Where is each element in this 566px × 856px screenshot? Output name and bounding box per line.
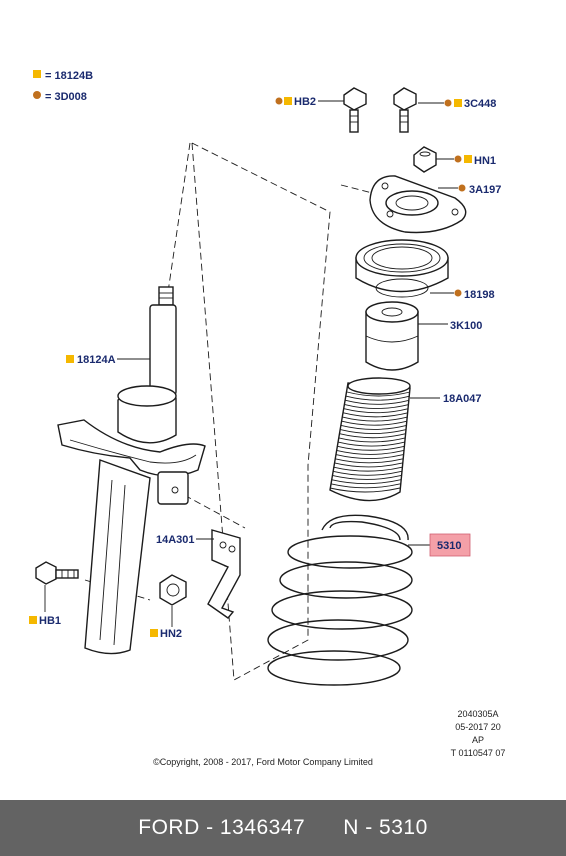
drawing-code: 2040305A 05-2017 20 AP T 0110547 07 bbox=[451, 709, 506, 758]
boot-rib bbox=[331, 479, 401, 485]
boot-rib bbox=[332, 470, 402, 476]
svg-text:HN2: HN2 bbox=[160, 628, 182, 640]
callout-hb1[interactable]: HB1 bbox=[29, 585, 61, 627]
boot-rib bbox=[346, 391, 411, 397]
svg-text:HN1: HN1 bbox=[474, 155, 496, 167]
boot-rib bbox=[340, 424, 407, 430]
bolt-hb1 bbox=[35, 561, 79, 585]
boot-rib bbox=[335, 454, 404, 460]
svg-text:18A047: 18A047 bbox=[443, 393, 482, 405]
svg-text:3A197: 3A197 bbox=[469, 184, 501, 196]
boot-rib bbox=[335, 458, 404, 464]
mount-axis-line bbox=[340, 184, 389, 198]
boot-rib bbox=[345, 399, 410, 405]
boot-rib bbox=[332, 475, 402, 480]
svg-text:AP: AP bbox=[472, 735, 484, 745]
nut-hn1 bbox=[413, 146, 437, 173]
svg-text:2040305A: 2040305A bbox=[457, 709, 498, 719]
callout-hn2[interactable]: HN2 bbox=[150, 606, 182, 640]
boot-rib bbox=[334, 462, 403, 468]
assembly-outline bbox=[191, 142, 331, 681]
footer-part-number: 1346347 bbox=[219, 816, 306, 839]
svg-text:14A301: 14A301 bbox=[156, 534, 195, 546]
boot-rib bbox=[339, 433, 406, 439]
coil-spring-5310 bbox=[267, 514, 413, 686]
boot-rib bbox=[346, 395, 410, 401]
dust-boot-18a047 bbox=[329, 377, 411, 502]
callout-3k100[interactable]: 3K100 bbox=[418, 320, 482, 332]
callout-hn1[interactable]: HN1 bbox=[436, 155, 496, 167]
boot-rib bbox=[329, 487, 401, 493]
boot-rib bbox=[338, 441, 405, 447]
boot-rib bbox=[342, 416, 408, 422]
bolt-3c448 bbox=[393, 87, 417, 133]
bump-stop-3k100 bbox=[365, 301, 419, 371]
copyright-text: ©Copyright, 2008 - 2017, Ford Motor Comp… bbox=[153, 757, 373, 767]
boot-rib bbox=[338, 437, 406, 443]
footer-brand: FORD bbox=[138, 816, 200, 839]
callout-18198[interactable]: 18198 bbox=[430, 289, 495, 301]
svg-text:HB2: HB2 bbox=[294, 96, 316, 108]
callout-14a301[interactable]: 14A301 bbox=[156, 534, 214, 546]
legend-circle-text: = 3D008 bbox=[45, 91, 87, 103]
boot-rib bbox=[333, 466, 403, 472]
strut-assembly bbox=[57, 286, 206, 655]
nut-hn2 bbox=[159, 574, 187, 606]
boot-rib bbox=[337, 445, 405, 451]
svg-text:HB1: HB1 bbox=[39, 615, 61, 627]
callout-18124a[interactable]: 18124A bbox=[66, 354, 150, 366]
footer-ref: N - 5310 bbox=[343, 816, 428, 839]
boot-rib bbox=[344, 404, 409, 409]
legend: = 18124B = 3D008 bbox=[33, 70, 93, 103]
circle-marker-icon bbox=[33, 91, 41, 99]
svg-text:3C448: 3C448 bbox=[464, 98, 496, 110]
boot-rib bbox=[343, 408, 409, 414]
part-number-footer: FORD - 1346347 N - 5310 bbox=[0, 800, 566, 856]
bearing-18198 bbox=[355, 239, 449, 298]
callout-hb2[interactable]: HB2 bbox=[275, 96, 345, 108]
svg-text:T 0110547 07: T 0110547 07 bbox=[451, 748, 506, 758]
callout-5310[interactable]: 5310 bbox=[408, 533, 471, 557]
svg-text:18124A: 18124A bbox=[77, 354, 116, 366]
assembly-outline-left bbox=[167, 142, 191, 293]
top-mount-3a197 bbox=[369, 175, 467, 234]
boot-rib bbox=[343, 412, 408, 418]
legend-square-text: = 18124B bbox=[45, 70, 93, 82]
exploded-parts-diagram: = 18124B = 3D008 bbox=[29, 70, 506, 767]
square-marker-icon bbox=[33, 70, 41, 78]
boot-rib bbox=[336, 449, 405, 455]
svg-text:18198: 18198 bbox=[464, 289, 495, 301]
bracket-14a301 bbox=[207, 529, 241, 619]
boot-rib bbox=[340, 429, 407, 434]
highlight-box bbox=[429, 533, 471, 557]
svg-text:05-2017 20: 05-2017 20 bbox=[455, 722, 501, 732]
boot-rib bbox=[341, 420, 408, 426]
boot-rib bbox=[330, 483, 401, 489]
svg-text:3K100: 3K100 bbox=[450, 320, 482, 332]
callout-3a197[interactable]: 3A197 bbox=[438, 184, 501, 196]
svg-text:5310: 5310 bbox=[437, 540, 461, 552]
bolt-hb2 bbox=[343, 87, 367, 133]
callout-3c448[interactable]: 3C448 bbox=[418, 98, 496, 110]
callout-18a047[interactable]: 18A047 bbox=[410, 393, 482, 405]
